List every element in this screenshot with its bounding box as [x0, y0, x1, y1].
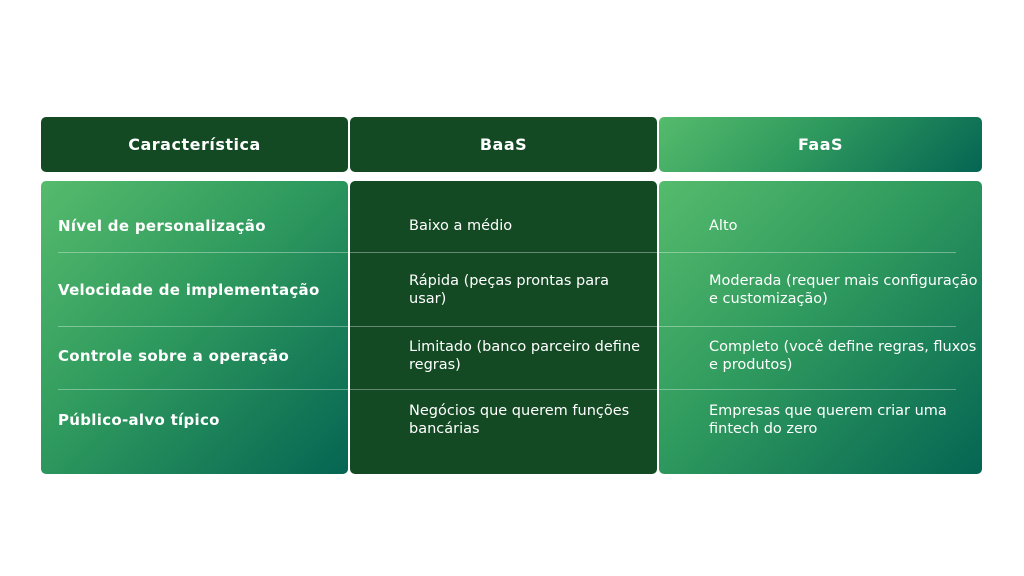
- row-divider: [58, 389, 956, 390]
- header-faas: FaaS: [659, 117, 982, 172]
- row-divider: [58, 326, 956, 327]
- row-divider: [58, 252, 956, 253]
- baas-value: Rápida (peças prontas para usar): [409, 273, 609, 307]
- row-label: Nível de personalização: [58, 217, 266, 235]
- row-label: Velocidade de implementação: [58, 281, 320, 299]
- column-faas: [659, 181, 982, 474]
- column-caracteristica: [41, 181, 348, 474]
- baas-value: Baixo a médio: [409, 218, 513, 234]
- faas-value: Completo (você define regras, fluxos e p…: [709, 339, 977, 373]
- header-caracteristica: Característica: [41, 117, 348, 172]
- header-label: BaaS: [479, 135, 528, 154]
- faas-value: Moderada (requer mais configuração e cus…: [709, 273, 978, 307]
- header-baas: BaaS: [350, 117, 657, 172]
- baas-value: Limitado (banco parceiro define regras): [409, 339, 641, 373]
- header-label: FaaS: [797, 135, 844, 154]
- baas-value: Negócios que querem funções bancárias: [409, 403, 630, 437]
- row-label: Público-alvo típico: [58, 411, 220, 429]
- column-baas: [350, 181, 657, 474]
- faas-value: Alto: [709, 218, 738, 234]
- header-label: Característica: [128, 135, 261, 154]
- faas-value: Empresas que querem criar uma fintech do…: [709, 403, 947, 437]
- row-label: Controle sobre a operação: [58, 347, 290, 365]
